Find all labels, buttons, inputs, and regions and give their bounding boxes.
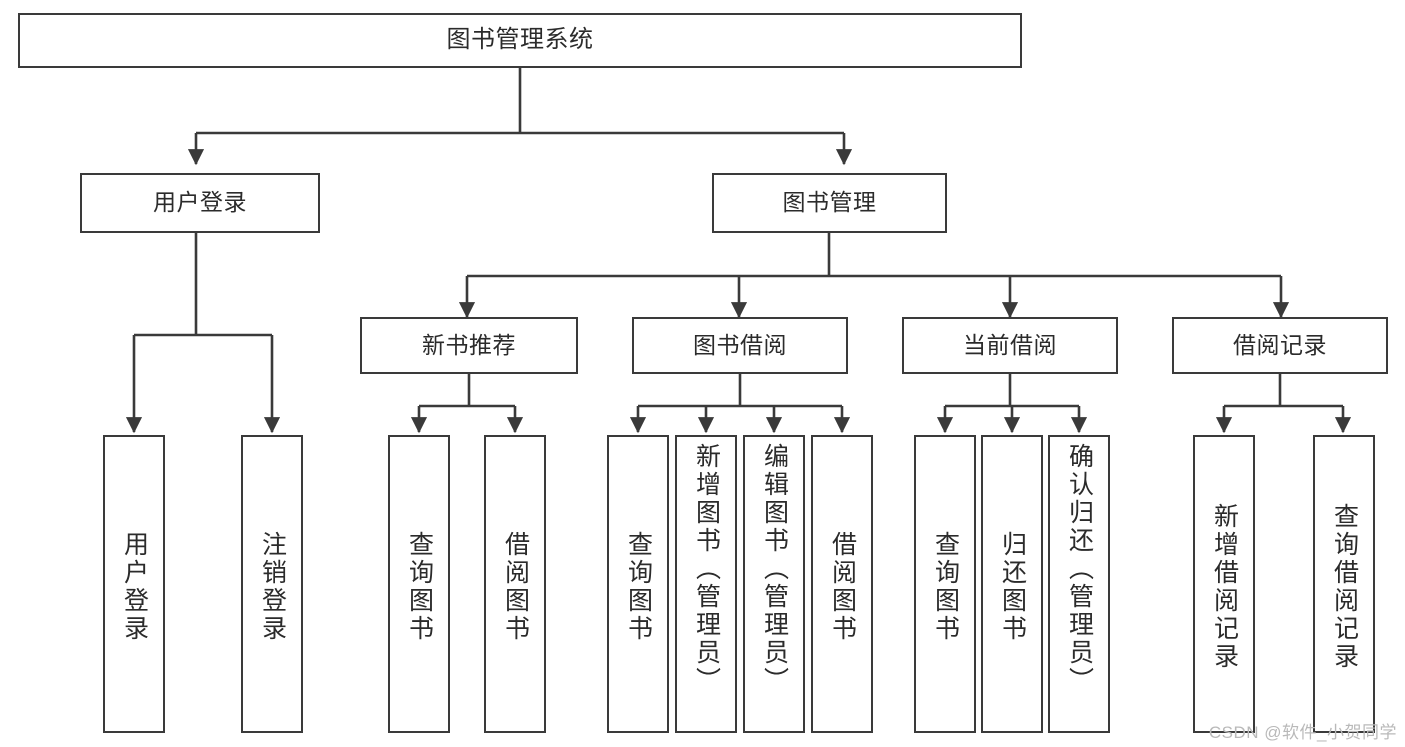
csdn-watermark: CSDN @软件_小贺同学 <box>1208 723 1397 742</box>
node-label: 新书推荐 <box>422 331 516 358</box>
leaf-logout[interactable]: 注销登录 <box>241 435 303 733</box>
node-borrow-records[interactable]: 借阅记录 <box>1172 317 1388 374</box>
leaf-query-book-new[interactable]: 查询图书 <box>388 435 450 733</box>
leaf-add-borrow-record[interactable]: 新增借阅记录 <box>1193 435 1255 733</box>
node-label: 查询借阅记录 <box>1330 503 1359 671</box>
leaf-query-borrow-record[interactable]: 查询借阅记录 <box>1313 435 1375 733</box>
leaf-borrow-book[interactable]: 借阅图书 <box>811 435 873 733</box>
node-label: 归还图书 <box>998 531 1027 643</box>
node-label: 图书管理 <box>782 189 877 216</box>
node-book-management[interactable]: 图书管理 <box>712 173 947 233</box>
node-book-management-system[interactable]: 图书管理系统 <box>18 13 1022 68</box>
node-new-book-recommendation[interactable]: 新书推荐 <box>360 317 578 374</box>
node-label: 查询图书 <box>624 531 653 643</box>
node-label: 用户登录 <box>153 189 247 216</box>
leaf-return-book[interactable]: 归还图书 <box>981 435 1043 733</box>
node-label: 借阅图书 <box>828 531 857 643</box>
node-label: 图书借阅 <box>693 331 787 358</box>
leaf-confirm-return-admin[interactable]: 确认归还（管理员） <box>1048 435 1110 733</box>
node-label: 借阅图书 <box>501 531 530 643</box>
node-label: 新增借阅记录 <box>1210 503 1239 671</box>
leaf-user-login[interactable]: 用户登录 <box>103 435 165 733</box>
node-label: 查询图书 <box>931 531 960 643</box>
node-current-borrowing[interactable]: 当前借阅 <box>902 317 1118 374</box>
node-label: 查询图书 <box>405 531 434 643</box>
node-label: 借阅记录 <box>1233 331 1327 358</box>
node-label: 当前借阅 <box>963 331 1057 358</box>
node-label: 确认归还（管理员） <box>1065 443 1094 695</box>
node-label: 注销登录 <box>258 531 287 643</box>
node-label: 用户登录 <box>120 531 149 643</box>
node-label: 编辑图书（管理员） <box>760 443 789 695</box>
leaf-add-book-admin[interactable]: 新增图书（管理员） <box>675 435 737 733</box>
leaf-edit-book-admin[interactable]: 编辑图书（管理员） <box>743 435 805 733</box>
node-label: 新增图书（管理员） <box>692 443 721 695</box>
node-user-login[interactable]: 用户登录 <box>80 173 320 233</box>
leaf-query-book[interactable]: 查询图书 <box>607 435 669 733</box>
node-label: 图书管理系统 <box>446 26 594 54</box>
leaf-query-book-current[interactable]: 查询图书 <box>914 435 976 733</box>
leaf-borrow-book-new[interactable]: 借阅图书 <box>484 435 546 733</box>
node-book-borrowing[interactable]: 图书借阅 <box>632 317 848 374</box>
